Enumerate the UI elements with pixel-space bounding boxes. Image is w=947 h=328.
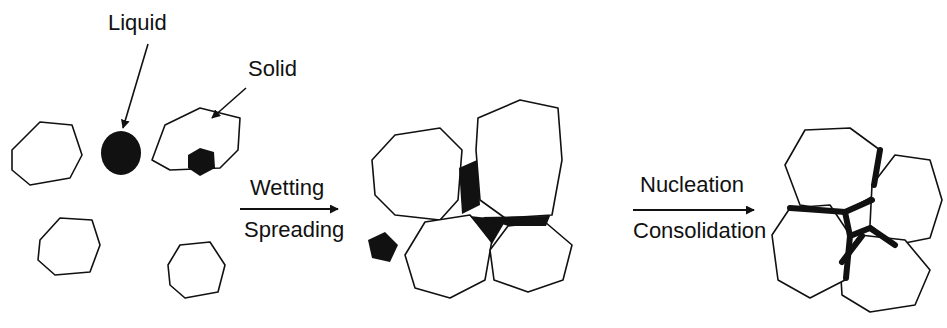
liquid-bridge xyxy=(845,212,850,278)
component-label: Liquid xyxy=(108,12,167,34)
solid-particle xyxy=(372,128,462,220)
liquid-bridge xyxy=(482,216,550,226)
liquid-droplet xyxy=(368,232,398,262)
solid-particle xyxy=(168,242,225,298)
liquid-bridge xyxy=(790,200,872,212)
liquid-droplet xyxy=(101,131,141,175)
step-label: Spreading xyxy=(244,219,344,241)
solid-particle xyxy=(870,155,942,245)
solid-particle xyxy=(490,222,572,292)
step-label: Wetting xyxy=(250,177,324,199)
leader-line xyxy=(123,44,148,128)
liquid-bridge xyxy=(459,160,480,214)
leader-line xyxy=(212,88,246,118)
process-arrow xyxy=(240,208,338,210)
solid-particle xyxy=(772,205,850,298)
solid-particle xyxy=(12,122,82,185)
step-label: Nucleation xyxy=(640,174,744,196)
step-label: Consolidation xyxy=(633,220,766,242)
liquid-bridge xyxy=(842,236,862,262)
process-arrow xyxy=(633,209,754,211)
liquid-bridge xyxy=(874,150,880,185)
component-label: Solid xyxy=(248,58,297,80)
solid-particle xyxy=(405,215,492,298)
solid-particle xyxy=(840,235,930,312)
solid-particle xyxy=(785,128,880,212)
solid-particle xyxy=(38,218,100,275)
solid-particle xyxy=(476,100,562,218)
liquid-droplet xyxy=(188,148,215,176)
